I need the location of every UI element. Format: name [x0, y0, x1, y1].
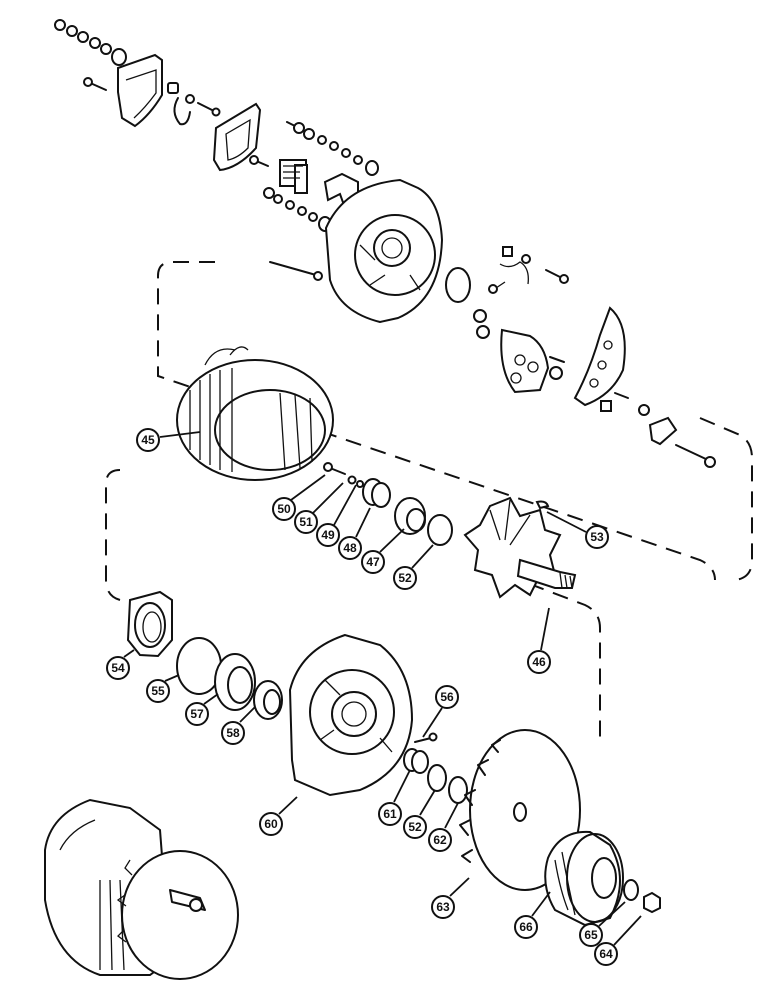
spacer-62 [448, 776, 468, 804]
callout-label: 61 [383, 807, 397, 821]
guide-dashed-upper [157, 261, 753, 581]
stator [176, 346, 334, 481]
callout-45: 45 [136, 428, 160, 452]
seal-52-b [427, 764, 447, 792]
terminal-plate [648, 416, 678, 446]
assembled-alternator [44, 798, 239, 980]
callout-52-b: 52 [403, 815, 427, 839]
seal-58 [253, 680, 283, 720]
guide-dashed-lower [105, 469, 601, 740]
callout-66: 66 [514, 915, 538, 939]
terminal-assembly [488, 246, 569, 294]
bearing-47 [394, 497, 426, 535]
rectifier-bridge-left [500, 328, 550, 394]
callout-48: 48 [338, 536, 362, 560]
spacer-48 [362, 478, 391, 508]
terminal-bolt [675, 444, 709, 461]
callout-label: 54 [111, 661, 125, 675]
callout-label: 52 [398, 571, 412, 585]
callout-64: 64 [594, 942, 618, 966]
key-53 [535, 500, 550, 510]
o-ring [445, 267, 471, 303]
through-bolt [269, 261, 317, 276]
callout-63: 63 [431, 895, 455, 919]
callout-56: 56 [435, 685, 459, 709]
callout-label: 45 [141, 433, 155, 447]
callout-47: 47 [361, 550, 385, 574]
callout-57: 57 [185, 702, 209, 726]
callout-55: 55 [146, 679, 170, 703]
washer-65 [623, 879, 639, 901]
bearing-57 [214, 653, 256, 711]
slip-ring-end-frame [324, 178, 444, 324]
callout-label: 58 [226, 726, 240, 740]
callout-label: 49 [321, 528, 335, 542]
callout-label: 56 [440, 690, 454, 704]
nut-64 [643, 891, 661, 914]
seal-52 [427, 514, 453, 546]
voltage-regulator [279, 159, 308, 194]
callout-61: 61 [378, 802, 402, 826]
callout-label: 62 [433, 833, 447, 847]
bolt-56 [414, 737, 432, 743]
callout-label: 51 [299, 515, 313, 529]
callout-53: 53 [585, 525, 609, 549]
callout-65: 65 [579, 923, 603, 947]
regulator-cover [83, 53, 163, 128]
callout-52-a: 52 [393, 566, 417, 590]
callout-label: 53 [590, 530, 604, 544]
callout-46: 46 [527, 650, 551, 674]
callout-label: 65 [584, 928, 598, 942]
drive-end-frame [288, 633, 414, 797]
callout-label: 64 [599, 947, 613, 961]
callout-label: 57 [190, 707, 204, 721]
callout-62: 62 [428, 828, 452, 852]
callout-60: 60 [259, 812, 283, 836]
pulley-66 [544, 830, 624, 927]
hardware-row-top [54, 19, 127, 66]
callout-label: 48 [343, 541, 357, 555]
callout-label: 66 [519, 920, 533, 934]
bearing-retainer-54 [126, 590, 173, 658]
callout-label: 55 [151, 684, 165, 698]
callout-label: 46 [532, 655, 546, 669]
rotor [463, 496, 577, 599]
callout-label: 52 [408, 820, 422, 834]
callout-54: 54 [106, 656, 130, 680]
leader-lines [123, 431, 642, 946]
callout-49: 49 [316, 523, 340, 547]
callout-50: 50 [272, 497, 296, 521]
callout-51: 51 [294, 510, 318, 534]
terminal-clip [167, 82, 221, 126]
callout-label: 60 [264, 817, 278, 831]
collar-61 [403, 748, 429, 774]
callout-58: 58 [221, 721, 245, 745]
hardware-row-mid [263, 121, 379, 232]
callout-label: 50 [277, 502, 291, 516]
callout-label: 47 [366, 555, 380, 569]
rectifier-bridge-right [573, 306, 626, 407]
callout-label: 63 [436, 900, 450, 914]
